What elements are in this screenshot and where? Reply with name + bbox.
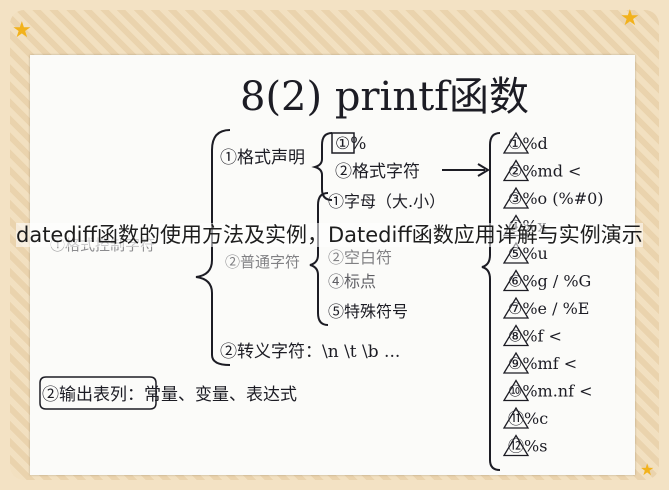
sub-letters: ①字母（大.小） bbox=[328, 192, 445, 211]
format-item: ⑩%m.nf < bbox=[508, 382, 593, 401]
notes-title: 8(2) printf函数 bbox=[240, 74, 529, 120]
triangle-mark-icon bbox=[502, 324, 530, 347]
format-list: ①%d②%md <③%o (%#0)④%x⑤%u⑥%g / %G⑦%e / %E… bbox=[502, 131, 604, 457]
chars-brace bbox=[309, 192, 329, 326]
format-item: ②%md < bbox=[508, 162, 581, 181]
output-list-box bbox=[39, 376, 157, 410]
triangle-mark-icon bbox=[502, 296, 530, 319]
sub-brace bbox=[311, 132, 333, 201]
triangle-mark-icon bbox=[502, 434, 530, 457]
format-item: ⑫%s bbox=[508, 437, 547, 456]
sub-punctuation: ④标点 bbox=[328, 272, 376, 291]
branch-format-declaration: ①格式声明 bbox=[220, 148, 305, 168]
format-item: ⑤%u bbox=[508, 244, 548, 263]
triangle-mark-icon bbox=[502, 131, 530, 154]
formats-brace bbox=[481, 132, 501, 471]
branch-escape-chars: ②转义字符：\n \t \b ... bbox=[220, 342, 400, 362]
handwritten-notes-image: 8(2) printf函数 ①格式声明 ①% ②格式字符 ①字母（大.小） ②普… bbox=[30, 55, 635, 475]
star-icon: ★ bbox=[12, 18, 32, 43]
triangle-mark-icon bbox=[502, 186, 530, 209]
format-item: ①%d bbox=[508, 134, 548, 153]
sub-normal-chars: ②普通字符 bbox=[225, 253, 300, 271]
triangle-mark-icon bbox=[502, 241, 530, 264]
caption-text: datediff函数的使用方法及实例，Datediff函数应用详解与实例演示 bbox=[16, 223, 643, 247]
item-percent: ①% bbox=[335, 134, 366, 154]
format-item: ⑥%g / %G bbox=[508, 272, 591, 291]
format-item: ⑪%c bbox=[508, 409, 548, 428]
item-format-char: ②格式字符 bbox=[335, 162, 420, 182]
format-item: ⑦%e / %E bbox=[508, 299, 589, 318]
box-mark bbox=[331, 132, 355, 154]
triangle-mark-icon bbox=[502, 269, 530, 292]
star-icon: ★ bbox=[620, 6, 640, 31]
branch-output-list: ②输出表列：常量、变量、表达式 bbox=[42, 385, 297, 405]
main-brace bbox=[195, 129, 231, 366]
notes-drawing: 8(2) printf函数 ①格式声明 ①% ②格式字符 ①字母（大.小） ②普… bbox=[39, 74, 604, 471]
triangle-mark-icon bbox=[502, 379, 530, 402]
star-icon: ★ bbox=[640, 460, 655, 479]
triangle-mark-icon bbox=[502, 159, 530, 182]
format-item: ⑧%f < bbox=[508, 327, 562, 346]
sub-space: ②空白符 bbox=[328, 248, 392, 267]
triangle-mark-icon bbox=[502, 351, 530, 374]
sub-special: ⑤特殊符号 bbox=[328, 302, 408, 321]
format-item: ⑨%mf < bbox=[508, 354, 577, 373]
triangle-mark-icon bbox=[502, 406, 530, 429]
arrow-head-icon bbox=[477, 163, 490, 177]
format-item: ③%o (%#0) bbox=[508, 189, 604, 208]
article-caption: datediff函数的使用方法及实例，Datediff函数应用详解与实例演示 bbox=[16, 219, 666, 251]
